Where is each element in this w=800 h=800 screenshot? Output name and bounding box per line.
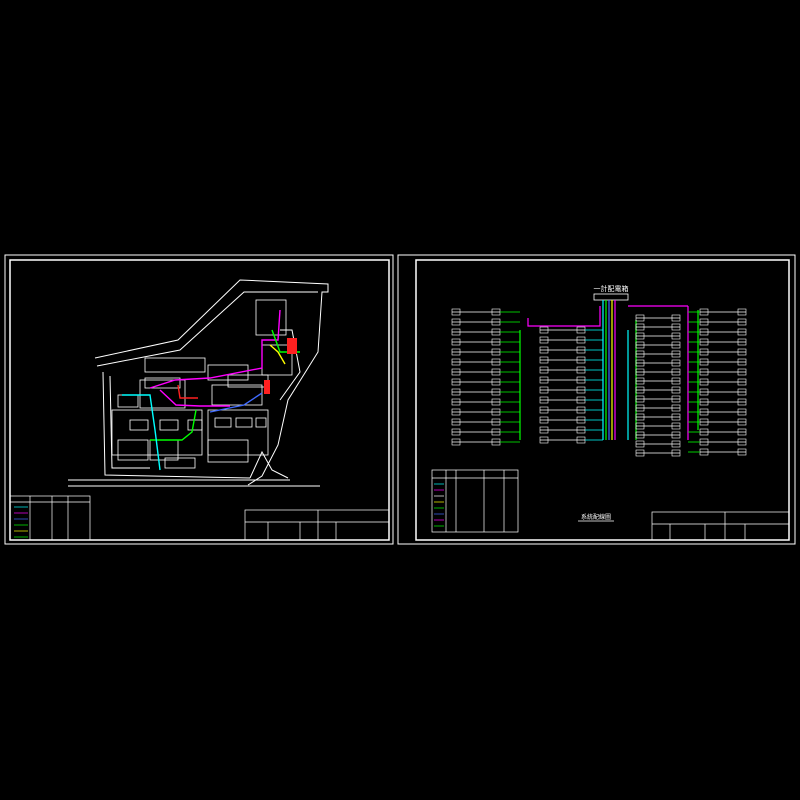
- branch-row-3-box: [635, 359, 645, 367]
- branch-row-2-box: [539, 356, 549, 364]
- branch-row-4-end: [737, 438, 747, 446]
- branch-row-4-end: [737, 388, 747, 396]
- branch-row-box: [451, 388, 461, 396]
- branch-row-3-box: [635, 440, 645, 448]
- branch-row-3-end: [671, 395, 681, 403]
- branch-row-2-box: [539, 346, 549, 354]
- diagram-title: 系統配線圖: [581, 513, 611, 521]
- branch-row-3-end: [671, 386, 681, 394]
- branch-row-3-box: [635, 377, 645, 385]
- branch-row-3-box: [635, 341, 645, 349]
- branch-row-3-box: [635, 386, 645, 394]
- branch-row-box: [451, 438, 461, 446]
- right-inner-frame: [415, 259, 790, 541]
- branch-row-4-end: [737, 428, 747, 436]
- branch-row-3-box: [635, 332, 645, 340]
- branch-row-2-box: [539, 436, 549, 444]
- cabinet-label: 一計配電箱: [594, 284, 629, 293]
- branch-row-4-end: [737, 418, 747, 426]
- right-title-block: [651, 511, 790, 541]
- left-inner-frame: [9, 259, 390, 541]
- branch-row-3-box: [635, 404, 645, 412]
- branch-row-4-end: [737, 308, 747, 316]
- left-title-block: [244, 509, 390, 541]
- branch-row-4-end: [737, 408, 747, 416]
- branch-row-box: [451, 308, 461, 316]
- branch-row-4-end: [737, 358, 747, 366]
- branch-row-box: [451, 398, 461, 406]
- branch-row-box: [451, 378, 461, 386]
- trunk-cables: [519, 300, 699, 440]
- site-plan-cables: [122, 309, 300, 471]
- branch-row-3-end: [671, 368, 681, 376]
- branch-row-3-end: [671, 332, 681, 340]
- branch-row-4-end: [737, 378, 747, 386]
- branch-row-3-end: [671, 314, 681, 322]
- branch-row-4-end: [737, 318, 747, 326]
- branch-row-box: [451, 338, 461, 346]
- branch-row-2-box: [539, 426, 549, 434]
- branch-row-box: [451, 358, 461, 366]
- branch-row-box: [451, 368, 461, 376]
- branch-row-box: [451, 348, 461, 356]
- branch-row-3-box: [635, 350, 645, 358]
- branch-row-box: [451, 408, 461, 416]
- branch-row-3-box: [635, 449, 645, 457]
- branch-row-box: [451, 428, 461, 436]
- branch-row-2-box: [539, 336, 549, 344]
- branch-row-3-box: [635, 413, 645, 421]
- branch-row-box: [451, 318, 461, 326]
- branch-row-box: [451, 418, 461, 426]
- right-sheet: 一計配電箱: [397, 254, 796, 545]
- branch-row-3-box: [635, 395, 645, 403]
- branch-row-2-box: [539, 406, 549, 414]
- branch-row-3-end: [671, 413, 681, 421]
- branch-row-3-end: [671, 449, 681, 457]
- right-outer-frame: [397, 254, 796, 545]
- right-legend-table: [431, 469, 519, 533]
- branch-row-3-box: [635, 368, 645, 376]
- branch-row-2-box: [539, 416, 549, 424]
- branch-row-4-end: [737, 328, 747, 336]
- branch-row-3-end: [671, 377, 681, 385]
- left-legend-table: [9, 495, 91, 541]
- left-sheet: [4, 254, 394, 545]
- branch-row-3-end: [671, 341, 681, 349]
- branch-row-3-box: [635, 314, 645, 322]
- branch-row-2-box: [539, 396, 549, 404]
- distribution-branches: [451, 308, 747, 457]
- branch-row-3-box: [635, 422, 645, 430]
- cabinet-box: [593, 293, 629, 301]
- site-plan-buildings: [111, 299, 293, 469]
- branch-row-4-end: [737, 348, 747, 356]
- branch-row-3-end: [671, 323, 681, 331]
- branch-row-3-box: [635, 323, 645, 331]
- branch-row-3-end: [671, 359, 681, 367]
- branch-row-4-end: [737, 398, 747, 406]
- branch-row-3-end: [671, 440, 681, 448]
- branch-row-4-end: [737, 338, 747, 346]
- branch-row-3-end: [671, 422, 681, 430]
- branch-row-4-end: [737, 368, 747, 376]
- branch-row-2-box: [539, 376, 549, 384]
- branch-row-3-end: [671, 350, 681, 358]
- branch-row-2-box: [539, 366, 549, 374]
- branch-row-3-end: [671, 404, 681, 412]
- branch-row-box: [451, 328, 461, 336]
- branch-row-3-end: [671, 431, 681, 439]
- branch-row-3-box: [635, 431, 645, 439]
- left-outer-frame: [4, 254, 394, 545]
- branch-row-2-box: [539, 326, 549, 334]
- branch-row-4-end: [737, 448, 747, 456]
- branch-row-2-box: [539, 386, 549, 394]
